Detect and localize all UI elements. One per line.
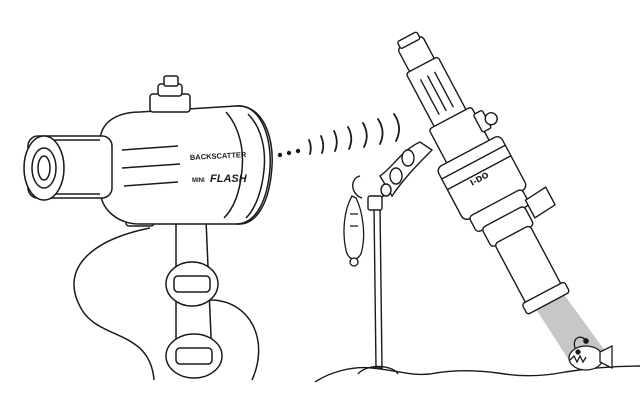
flash-model-name: FLASH xyxy=(210,173,248,185)
signal-arcs-icon xyxy=(309,114,399,154)
snap-clip-icon xyxy=(344,196,364,266)
tray-arm xyxy=(380,142,432,196)
mini-flash xyxy=(24,76,272,380)
signal-dots-icon xyxy=(278,149,300,157)
flash-model-prefix: MINI xyxy=(192,178,205,184)
